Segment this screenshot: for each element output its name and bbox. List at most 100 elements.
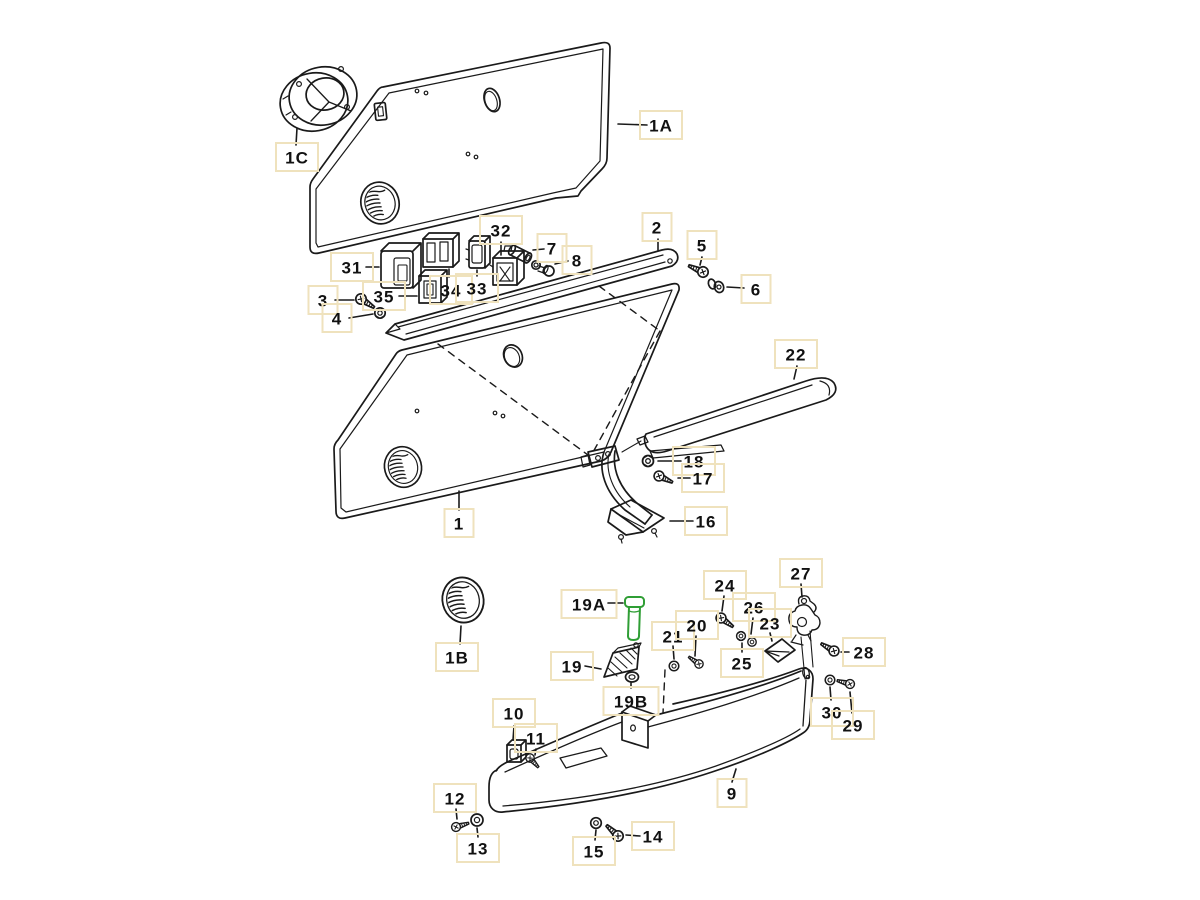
part-locking-pin-19A[interactable] — [624, 596, 645, 641]
callout-1B[interactable]: 1B — [435, 642, 479, 672]
callout-hotspot-box[interactable] — [435, 642, 479, 672]
callout-hotspot-box[interactable] — [639, 110, 683, 140]
callout-label: 19B — [614, 693, 648, 712]
part-armrest-22 — [621, 377, 837, 459]
callout-hotspot-box[interactable] — [720, 648, 764, 678]
callout-21[interactable]: 21 — [651, 621, 695, 651]
callout-hotspot-box[interactable] — [681, 463, 725, 493]
callout-22[interactable]: 22 — [774, 339, 818, 369]
callout-28[interactable]: 28 — [842, 637, 886, 667]
callout-label: 1B — [445, 649, 469, 668]
callout-20[interactable]: 20 — [675, 610, 719, 640]
callout-hotspot-box[interactable] — [631, 821, 675, 851]
callout-hotspot-box[interactable] — [455, 273, 499, 303]
callout-32[interactable]: 32 — [479, 215, 523, 245]
callout-12[interactable]: 12 — [433, 783, 477, 813]
callout-hotspot-box[interactable] — [560, 589, 618, 619]
part-washer-30 — [824, 674, 836, 686]
leader-15 — [594, 829, 597, 841]
callout-15[interactable]: 15 — [572, 836, 616, 866]
callout-hotspot-box[interactable] — [536, 233, 568, 263]
callout-33[interactable]: 33 — [455, 273, 499, 303]
callout-label: 1 — [454, 515, 464, 534]
callout-19[interactable]: 19 — [550, 651, 594, 681]
callout-19B[interactable]: 19B — [602, 686, 660, 716]
callout-11[interactable]: 11 — [514, 723, 558, 753]
callout-label: 32 — [491, 222, 512, 241]
callout-hotspot-box[interactable] — [550, 651, 594, 681]
callout-hotspot-box[interactable] — [716, 778, 748, 808]
callout-hotspot-box[interactable] — [842, 637, 886, 667]
callout-29[interactable]: 29 — [831, 710, 875, 740]
hinge-alignment-lines — [800, 630, 814, 680]
callout-31[interactable]: 31 — [330, 252, 374, 282]
callout-9[interactable]: 9 — [716, 778, 748, 808]
callout-hotspot-box[interactable] — [514, 723, 558, 753]
callout-hotspot-box[interactable] — [321, 303, 353, 333]
callout-2[interactable]: 2 — [641, 212, 673, 242]
callout-hotspot-box[interactable] — [429, 275, 473, 305]
leader-4 — [348, 313, 374, 319]
part-grommet-19B — [624, 671, 640, 683]
callout-label: 35 — [374, 288, 395, 307]
callout-13[interactable]: 13 — [456, 833, 500, 863]
callout-hotspot-box[interactable] — [330, 252, 374, 282]
callout-hotspot-box[interactable] — [732, 592, 776, 622]
part-speaker-grille-1B — [438, 573, 489, 627]
callout-hotspot-box[interactable] — [479, 215, 523, 245]
callout-35[interactable]: 35 — [362, 281, 406, 311]
callout-hotspot-box[interactable] — [740, 274, 772, 304]
callout-hotspot-box[interactable] — [456, 833, 500, 863]
part-storage-pocket-9 — [488, 666, 814, 813]
part-nut-25 — [735, 630, 747, 642]
part-clip-nut-6 — [707, 278, 725, 294]
callout-17[interactable]: 17 — [681, 463, 725, 493]
callout-hotspot-box[interactable] — [686, 230, 718, 260]
callout-10[interactable]: 10 — [492, 698, 536, 728]
callout-4[interactable]: 4 — [321, 303, 353, 333]
callout-hotspot-box[interactable] — [684, 506, 728, 536]
callout-label: 8 — [572, 252, 582, 271]
callout-hotspot-box[interactable] — [275, 142, 319, 172]
callout-hotspot-box[interactable] — [641, 212, 673, 242]
part-screw-11 — [523, 751, 543, 771]
callout-hotspot-box[interactable] — [433, 783, 477, 813]
callout-6[interactable]: 6 — [740, 274, 772, 304]
callout-19A[interactable]: 19A — [560, 589, 618, 619]
callout-5[interactable]: 5 — [686, 230, 718, 260]
part-washer-26 — [747, 637, 757, 647]
callout-hotspot-box[interactable] — [675, 610, 719, 640]
callout-25[interactable]: 25 — [720, 648, 764, 678]
callout-hotspot-box[interactable] — [672, 446, 716, 476]
callout-8[interactable]: 8 — [561, 245, 593, 275]
leader-1B — [459, 625, 462, 645]
callout-14[interactable]: 14 — [631, 821, 675, 851]
callout-label: 1C — [285, 149, 309, 168]
callout-hotspot-box[interactable] — [748, 608, 792, 638]
callout-1[interactable]: 1 — [443, 508, 475, 538]
callout-1C[interactable]: 1C — [275, 142, 319, 172]
callout-27[interactable]: 27 — [779, 558, 823, 588]
leader-27 — [800, 583, 803, 598]
callout-hotspot-box[interactable] — [362, 281, 406, 311]
callout-hotspot-box[interactable] — [774, 339, 818, 369]
callout-18[interactable]: 18 — [672, 446, 716, 476]
part-switch-bezel-double-34 — [422, 232, 460, 268]
callout-16[interactable]: 16 — [684, 506, 728, 536]
part-hinge-bracket-27 — [788, 595, 821, 646]
callout-24[interactable]: 24 — [703, 570, 747, 600]
callout-hotspot-box[interactable] — [443, 508, 475, 538]
callout-hotspot-box[interactable] — [779, 558, 823, 588]
callout-hotspot-box[interactable] — [561, 245, 593, 275]
callout-hotspot-box[interactable] — [831, 710, 875, 740]
callout-hotspot-box[interactable] — [572, 836, 616, 866]
callout-23[interactable]: 23 — [748, 608, 792, 638]
callout-1A[interactable]: 1A — [639, 110, 683, 140]
leader-13 — [476, 827, 479, 838]
callout-hotspot-box[interactable] — [651, 621, 695, 651]
callout-hotspot-box[interactable] — [703, 570, 747, 600]
callout-label: 14 — [643, 828, 664, 847]
callout-7[interactable]: 7 — [536, 233, 568, 263]
callout-label: 18 — [684, 453, 705, 472]
callout-hotspot-box[interactable] — [602, 686, 660, 716]
